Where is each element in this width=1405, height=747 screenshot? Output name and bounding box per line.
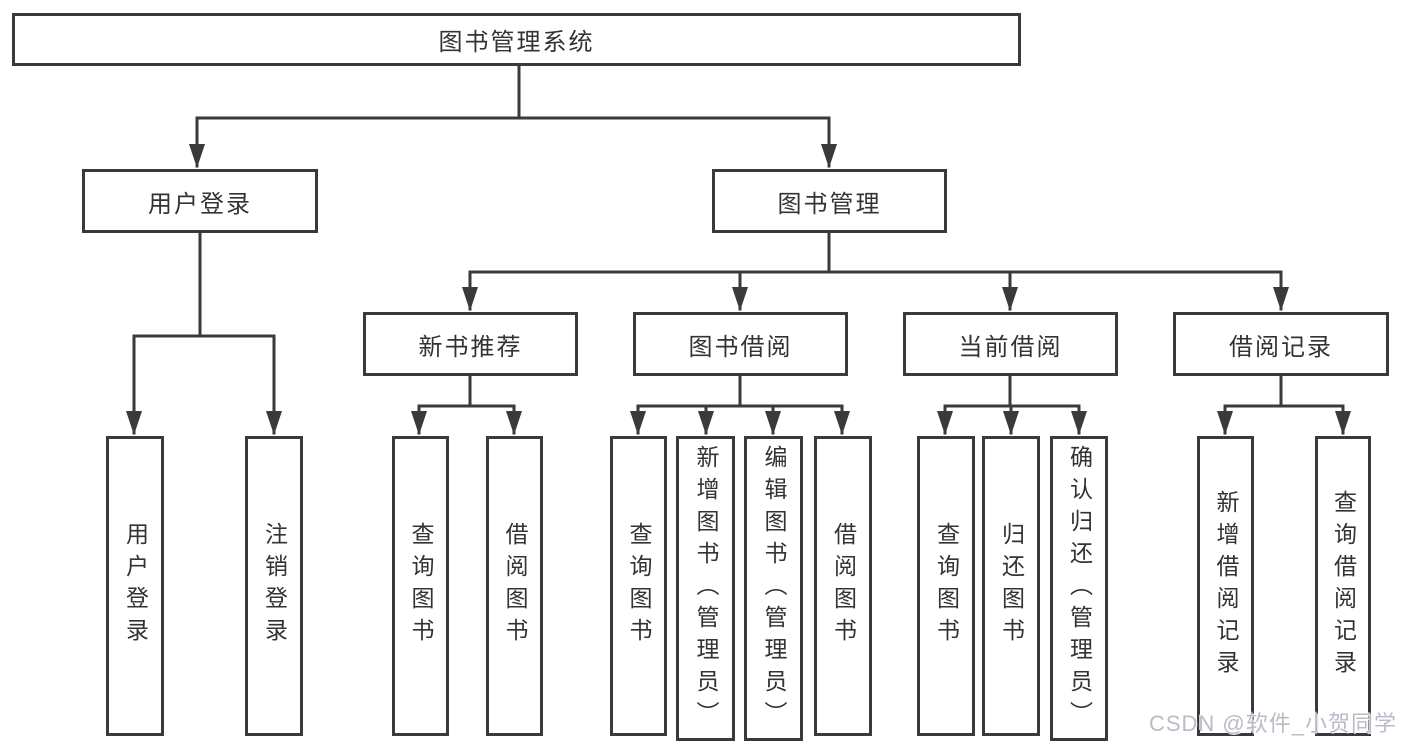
node-root: 图书管理系统 <box>12 13 1021 66</box>
node-book-borrow: 图书借阅 <box>633 312 848 376</box>
leaf-borrow-books-recommend: 借阅图书 <box>486 436 543 736</box>
leaf-logout: 注销登录 <box>245 436 303 736</box>
leaf-add-book-admin: 新增图书（管理员） <box>676 436 735 741</box>
node-current-borrow: 当前借阅 <box>903 312 1118 376</box>
watermark: CSDN @软件_小贺同学 <box>1148 711 1397 736</box>
leaf-query-books-borrow: 查询图书 <box>610 436 667 736</box>
node-book-management: 图书管理 <box>712 169 947 233</box>
leaf-user-login: 用户登录 <box>106 436 164 736</box>
node-borrow-records: 借阅记录 <box>1173 312 1389 376</box>
leaf-borrow-books: 借阅图书 <box>814 436 872 736</box>
leaf-return-book: 归还图书 <box>982 436 1040 736</box>
leaf-add-borrow-record: 新增借阅记录 <box>1197 436 1254 736</box>
leaf-query-books-recommend: 查询图书 <box>392 436 449 736</box>
leaf-query-borrow-record: 查询借阅记录 <box>1315 436 1371 736</box>
leaf-confirm-return-admin: 确认归还（管理员） <box>1050 436 1108 741</box>
leaf-query-books-current: 查询图书 <box>917 436 975 736</box>
node-user-login: 用户登录 <box>82 169 318 233</box>
leaf-edit-book-admin: 编辑图书（管理员） <box>744 436 803 741</box>
node-new-book-recommend: 新书推荐 <box>363 312 578 376</box>
